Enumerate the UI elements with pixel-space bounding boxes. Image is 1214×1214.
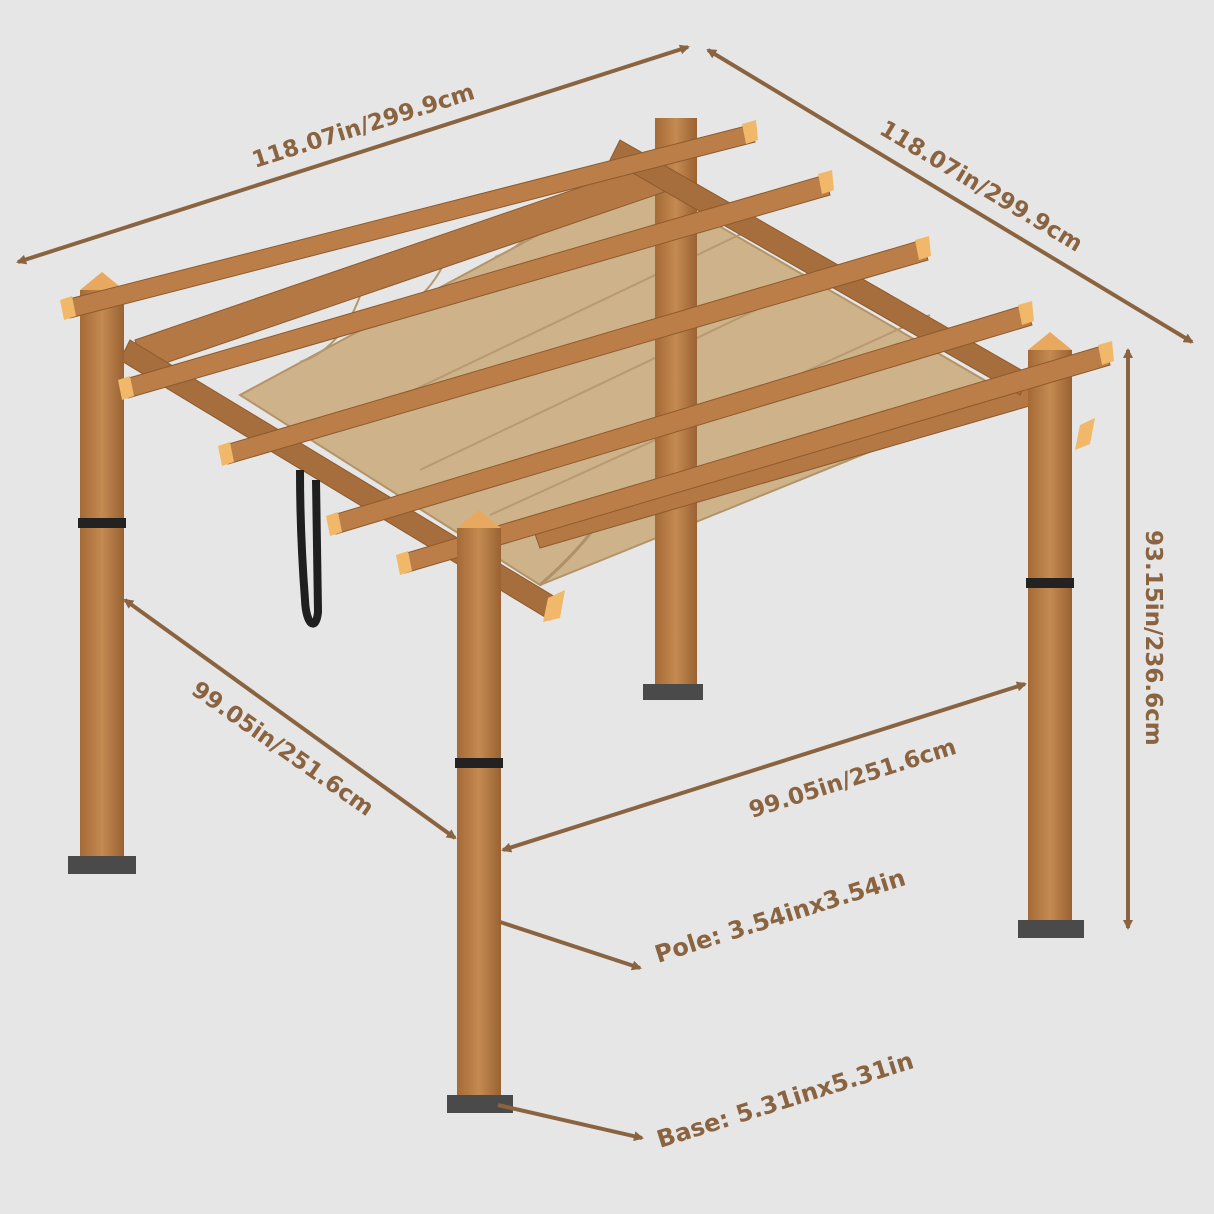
top-width-arrow [16, 44, 690, 265]
pole-size-label: Pole: 3.54inx3.54in [651, 864, 908, 969]
bottom-left-span-label: 99.05in/251.6cm [187, 677, 379, 822]
pergola-front-post [447, 510, 513, 1113]
bottom-left-span-arrow [123, 598, 457, 840]
canopy-pull-strap [296, 469, 323, 628]
pergola-right-post [1018, 332, 1084, 938]
bottom-right-span-label: 99.05in/251.6cm [746, 734, 960, 824]
top-depth-label: 118.07in/299.9cm [875, 116, 1087, 258]
base-size-label: Base: 5.31inx5.31in [653, 1047, 917, 1154]
pergola-left-post [68, 272, 136, 874]
pole-pointer-arrow [499, 920, 642, 971]
dimension-lines [16, 44, 1194, 1142]
top-depth-arrow [706, 48, 1194, 344]
bottom-right-span-arrow [501, 681, 1027, 853]
base-pointer-arrow [497, 1103, 644, 1142]
height-label: 93.15in/236.6cm [1140, 530, 1166, 746]
